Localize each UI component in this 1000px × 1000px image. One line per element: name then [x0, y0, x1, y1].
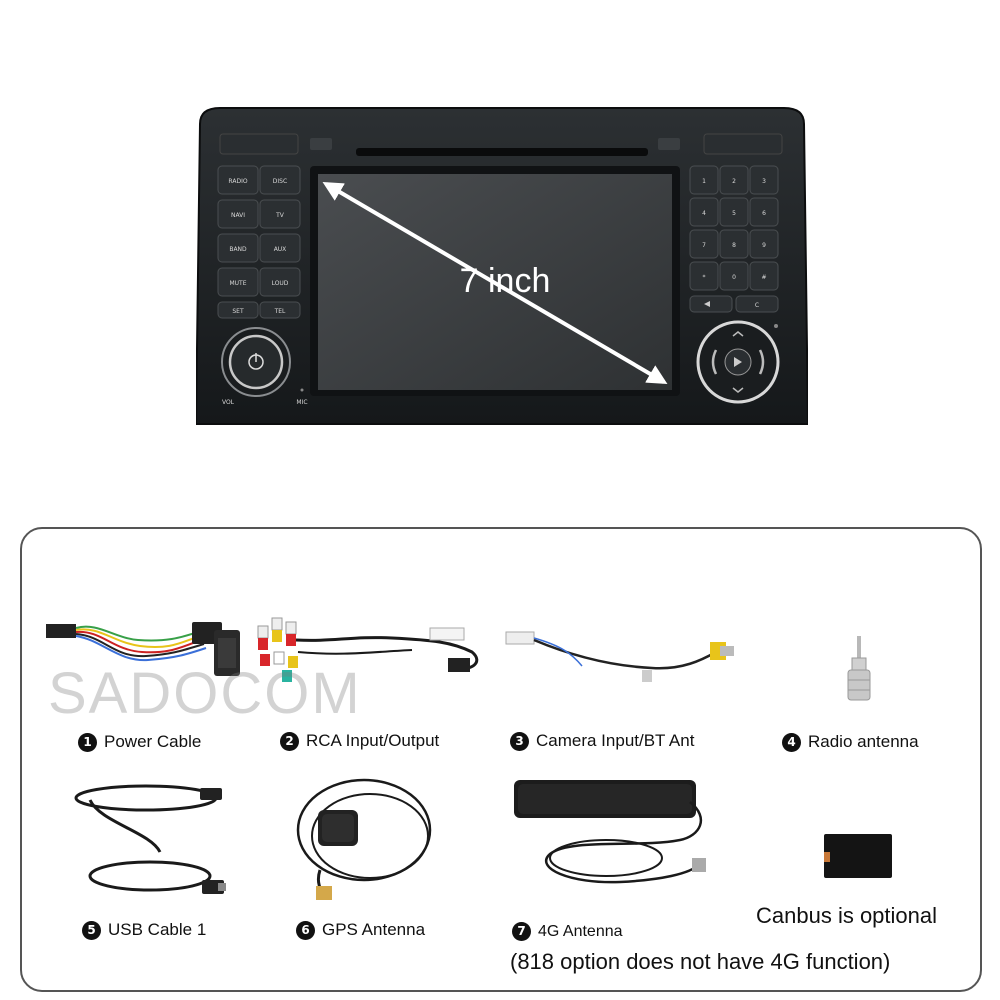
caption-label: GPS Antenna — [322, 920, 426, 939]
unit-button-navi[interactable]: NAVI — [217, 199, 259, 229]
unit-button-tv[interactable]: TV — [259, 199, 301, 229]
unit-button-label: NAVI — [231, 212, 245, 219]
unit-button-aux[interactable]: AUX — [259, 233, 301, 263]
unit-button-tel[interactable]: TEL — [259, 301, 301, 319]
screen-size-label: 7 inch — [459, 262, 551, 300]
keypad-key-label: 1 — [702, 178, 706, 185]
keypad-key-label: 7 — [702, 242, 706, 249]
unit-button-label: BAND — [229, 246, 247, 253]
usb-cable-image — [74, 784, 226, 894]
number-badge: 4 — [782, 732, 801, 752]
caption-camera-input: 3 Camera Input/BT Ant — [510, 731, 694, 751]
keypad-key-label: 4 — [702, 210, 706, 217]
keypad-key-2[interactable]: 2 — [719, 165, 749, 195]
numeric-keypad: 1 2 3 4 5 6 7 8 9 * 0 # C — [689, 165, 779, 313]
keypad-key-9[interactable]: 9 — [749, 229, 779, 259]
unit-button-set[interactable]: SET — [217, 301, 259, 319]
caption-label: Radio antenna — [808, 732, 919, 751]
4g-antenna-image — [514, 780, 706, 884]
power-cable-harness-image — [46, 622, 240, 676]
keypad-key-0[interactable]: 0 — [719, 261, 749, 291]
keypad-key-4[interactable]: 4 — [689, 197, 719, 227]
keypad-key-label: * — [703, 274, 706, 281]
back-button[interactable] — [689, 295, 733, 313]
number-badge: 5 — [82, 920, 101, 940]
caption-label: 4G Antenna — [538, 922, 623, 940]
radio-antenna-adapter-image — [847, 636, 871, 701]
keypad-key-label: 9 — [762, 242, 766, 249]
gps-antenna-image — [296, 778, 432, 900]
caption-usb-cable: 5 USB Cable 1 — [82, 920, 206, 940]
number-badge: 7 — [512, 922, 531, 941]
caption-4g-antenna: 7 4G Antenna — [512, 922, 623, 941]
rca-cable-image — [257, 617, 479, 682]
keypad-key-label: 6 — [762, 210, 766, 217]
caption-power-cable: 1 Power Cable — [78, 732, 201, 752]
camera-input-cable-image — [505, 631, 734, 682]
unit-button-mute[interactable]: MUTE — [217, 267, 259, 297]
eject-right-icon — [658, 138, 680, 150]
next-track-icon — [732, 331, 744, 337]
unit-button-label: SET — [232, 308, 244, 315]
footnote: (818 option does not have 4G function) — [510, 949, 891, 974]
caption-radio-antenna: 4 Radio antenna — [782, 732, 919, 752]
head-unit-drawing: RADIO DISC NAVI TV BAND AUX MUTE LOUD SET TEL 1 2 3… — [196, 107, 808, 425]
unit-button-label: MUTE — [229, 280, 246, 287]
caption-label: Camera Input/BT Ant — [536, 731, 695, 750]
keypad-key-5[interactable]: 5 — [719, 197, 749, 227]
unit-button-label: DISC — [273, 178, 287, 185]
clear-button-label: C — [755, 302, 759, 309]
unit-button-label: RADIO — [228, 178, 247, 185]
disc-slot — [356, 148, 648, 156]
head-unit: RADIO DISC NAVI TV BAND AUX MUTE LOUD SET TEL 1 2 3… — [196, 104, 808, 426]
clear-button[interactable]: C — [735, 295, 779, 313]
back-arrow-icon — [704, 301, 710, 307]
caption-label: USB Cable 1 — [108, 920, 207, 939]
unit-button-disc[interactable]: DISC — [259, 165, 301, 195]
caption-label: Power Cable — [104, 732, 202, 751]
unit-button-label: LOUD — [272, 280, 289, 287]
keypad-key-label: 5 — [732, 210, 736, 217]
prev-track-icon — [732, 387, 744, 393]
call-accept-icon — [711, 349, 718, 375]
number-badge: 2 — [280, 731, 299, 751]
unit-button-label: TV — [275, 212, 285, 219]
canbus-note: Canbus is optional — [756, 903, 938, 928]
caption-label: RCA Input/Output — [306, 731, 440, 750]
keypad-key-3[interactable]: 3 — [749, 165, 779, 195]
keypad-key-label: 3 — [762, 178, 766, 185]
diagonal-arrow — [322, 181, 668, 385]
watermark-text: SADOCOM — [48, 661, 362, 726]
accessories-panel — [20, 527, 982, 992]
canbus-box-image — [824, 834, 892, 878]
keypad-key-6[interactable]: 6 — [749, 197, 779, 227]
number-badge: 1 — [78, 732, 97, 752]
unit-button-label: AUX — [274, 246, 287, 253]
vol-label: VOL — [222, 399, 235, 406]
keypad-key-8[interactable]: 8 — [719, 229, 749, 259]
keypad-key-label: 2 — [732, 178, 736, 185]
mic-label: MIC — [296, 399, 307, 406]
keypad-key-label: # — [761, 274, 766, 281]
keypad-key-7[interactable]: 7 — [689, 229, 719, 259]
number-badge: 6 — [296, 920, 315, 940]
eject-left-icon — [310, 138, 332, 150]
keypad-key-label: 8 — [732, 242, 736, 249]
number-badge: 3 — [510, 731, 529, 751]
unit-button-label: TEL — [274, 308, 286, 315]
unit-button-radio[interactable]: RADIO — [217, 165, 259, 195]
unit-button-loud[interactable]: LOUD — [259, 267, 301, 297]
caption-gps-antenna: 6 GPS Antenna — [296, 920, 425, 940]
keypad-key-label: 0 — [732, 274, 736, 281]
keypad-key-1[interactable]: 1 — [689, 165, 719, 195]
unit-button-band[interactable]: BAND — [217, 233, 259, 263]
keypad-key-star[interactable]: * — [689, 261, 719, 291]
caption-rca: 2 RCA Input/Output — [280, 731, 439, 751]
keypad-key-hash[interactable]: # — [749, 261, 779, 291]
left-button-pad: RADIO DISC NAVI TV BAND AUX MUTE LOUD SET TEL — [217, 165, 301, 319]
call-reject-icon — [758, 349, 765, 375]
